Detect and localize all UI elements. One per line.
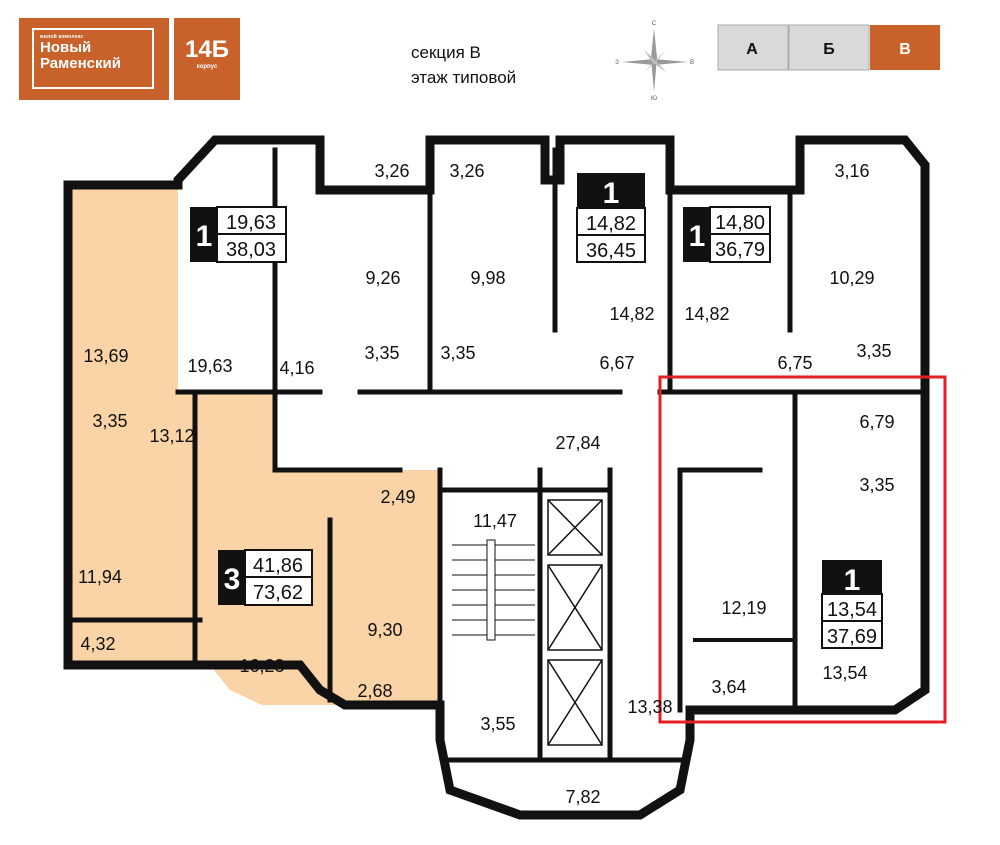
room-area-labels: 13,69 3,35 13,12 11,94 4,32 16,23 9,30 2… bbox=[78, 161, 894, 807]
room-area: 11,47 bbox=[473, 511, 517, 531]
room-area: 6,75 bbox=[777, 353, 812, 373]
room-area: 13,38 bbox=[627, 697, 672, 717]
section-a-button[interactable]: А bbox=[717, 24, 789, 71]
room-area: 3,55 bbox=[480, 714, 515, 734]
compass-east: В bbox=[690, 60, 694, 66]
apartment-rooms: 1 bbox=[603, 177, 620, 210]
compass-south: Ю bbox=[651, 96, 657, 102]
logo-name-2: Раменский bbox=[40, 55, 121, 72]
room-area: 6,67 bbox=[599, 353, 634, 373]
section-info: секция В этаж типовой bbox=[411, 40, 516, 90]
apartment-rooms: 1 bbox=[196, 220, 213, 253]
building-label: корпус bbox=[196, 64, 218, 70]
apartment-rooms: 3 bbox=[224, 563, 241, 596]
room-area: 3,35 bbox=[856, 341, 891, 361]
room-area: 13,12 bbox=[149, 426, 194, 446]
apartment-total-area: 36,45 bbox=[586, 240, 636, 262]
room-area: 4,16 bbox=[279, 358, 314, 378]
apartment-total-area: 37,69 bbox=[827, 626, 877, 648]
compass-north: С bbox=[652, 21, 657, 27]
section-selector[interactable]: А Б В bbox=[717, 24, 940, 71]
floor-title: этаж типовой bbox=[411, 68, 517, 87]
apartment-3-room-fill[interactable] bbox=[68, 185, 440, 705]
section-v-label: В bbox=[899, 41, 911, 58]
section-a-label: А bbox=[746, 41, 758, 58]
section-b-label: Б bbox=[823, 41, 835, 58]
room-area: 10,29 bbox=[829, 268, 874, 288]
room-area: 12,19 bbox=[721, 598, 766, 618]
complex-logo: жилой комплекс Новый Раменский bbox=[19, 18, 169, 100]
apartment-living-area: 14,80 bbox=[715, 212, 765, 234]
room-area: 3,35 bbox=[364, 343, 399, 363]
room-area: 3,26 bbox=[374, 161, 409, 181]
room-area: 3,35 bbox=[440, 343, 475, 363]
apartment-living-area: 41,86 bbox=[253, 555, 303, 577]
room-area: 13,54 bbox=[822, 663, 867, 683]
room-area: 9,30 bbox=[367, 620, 402, 640]
room-area: 3,35 bbox=[859, 475, 894, 495]
apartment-badge[interactable]: 1 14,82 36,45 bbox=[576, 173, 646, 263]
room-area: 3,16 bbox=[834, 161, 869, 181]
staircase-icon bbox=[452, 539, 535, 641]
room-area: 9,26 bbox=[365, 268, 400, 288]
room-area: 3,64 bbox=[711, 677, 746, 697]
room-area: 16,23 bbox=[239, 656, 284, 676]
apartment-living-area: 19,63 bbox=[226, 212, 276, 234]
apartment-rooms: 1 bbox=[844, 564, 861, 597]
logo-name-1: Новый bbox=[40, 39, 92, 56]
apartment-rooms: 1 bbox=[689, 220, 706, 253]
room-area: 11,94 bbox=[78, 567, 122, 587]
section-b-button[interactable]: Б bbox=[788, 24, 870, 71]
compass-west: З bbox=[615, 60, 619, 66]
compass-icon: С Ю З В bbox=[615, 21, 694, 102]
room-area: 2,49 bbox=[380, 487, 415, 507]
room-area: 3,26 bbox=[449, 161, 484, 181]
room-area: 7,82 bbox=[565, 787, 600, 807]
building-badge: 14Б корпус bbox=[174, 18, 240, 100]
building-number: 14Б bbox=[185, 36, 229, 63]
room-area: 4,32 bbox=[80, 634, 115, 654]
room-area: 6,79 bbox=[859, 412, 894, 432]
apartment-living-area: 13,54 bbox=[827, 599, 877, 621]
room-area: 9,98 bbox=[470, 268, 505, 288]
apartment-badge[interactable]: 1 13,54 37,69 bbox=[821, 560, 883, 649]
apartment-badge[interactable]: 1 19,63 38,03 bbox=[190, 206, 287, 263]
selected-apartment-highlight[interactable] bbox=[658, 375, 947, 724]
room-area: 27,84 bbox=[555, 433, 600, 453]
apartment-total-area: 73,62 bbox=[253, 582, 303, 604]
room-area: 2,68 bbox=[357, 681, 392, 701]
apartment-badge[interactable]: 1 14,80 36,79 bbox=[683, 206, 771, 263]
apartment-total-area: 38,03 bbox=[226, 239, 276, 261]
section-v-button[interactable]: В bbox=[870, 25, 940, 70]
apartment-living-area: 14,82 bbox=[586, 213, 636, 235]
section-title: секция В bbox=[411, 43, 481, 62]
room-area: 14,82 bbox=[684, 304, 729, 324]
logo-subtitle: жилой комплекс bbox=[40, 34, 84, 40]
elevators bbox=[547, 499, 603, 746]
room-area: 13,69 bbox=[83, 346, 128, 366]
apartment-badge[interactable]: 3 41,86 73,62 bbox=[218, 549, 313, 606]
room-area: 14,82 bbox=[609, 304, 654, 324]
room-area: 19,63 bbox=[187, 356, 232, 376]
room-area: 3,35 bbox=[92, 411, 127, 431]
apartment-total-area: 36,79 bbox=[715, 239, 765, 261]
walls bbox=[63, 135, 930, 820]
